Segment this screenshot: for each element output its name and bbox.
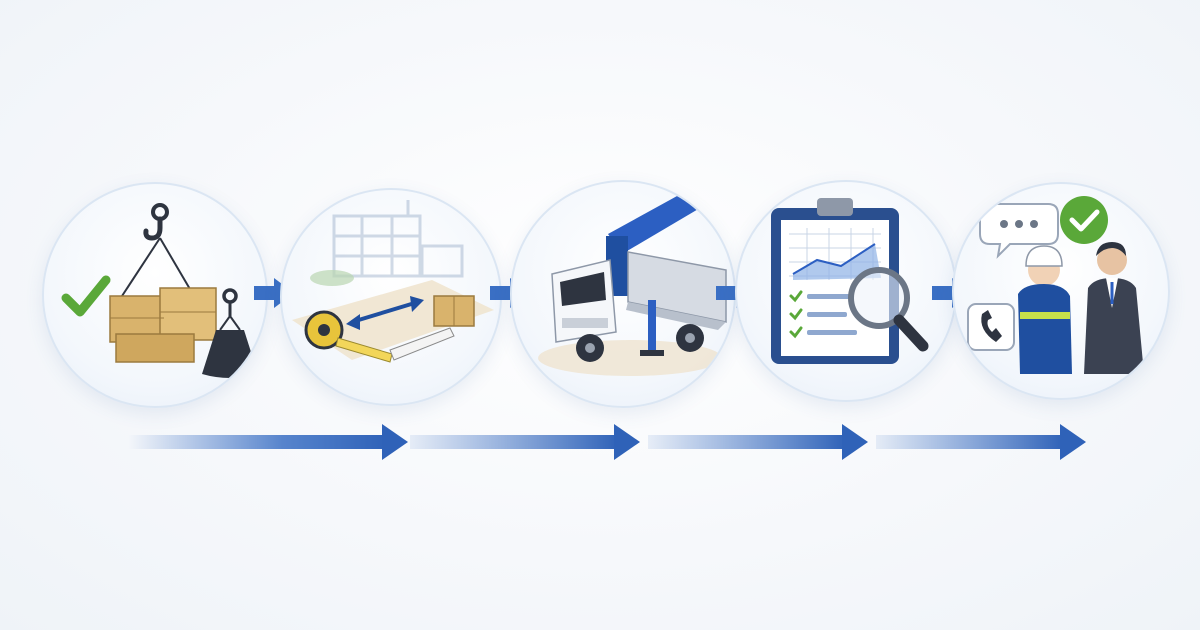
flow-arrow-3 xyxy=(648,422,870,462)
flow-arrow-4 xyxy=(876,422,1088,462)
step-site-measurement xyxy=(280,188,502,406)
step-crane-truck-setup xyxy=(510,180,736,408)
step-plan-review xyxy=(735,180,957,402)
load-weight-icon xyxy=(61,203,258,378)
crane-truck-icon xyxy=(538,190,727,376)
step-consultation-approval xyxy=(952,182,1170,400)
flow-arrow-2 xyxy=(410,422,642,462)
tape-measure-icon xyxy=(292,200,494,363)
clipboard-inspection-icon xyxy=(771,198,929,364)
flow-arrow-1 xyxy=(128,422,410,462)
consultation-icon xyxy=(967,196,1144,374)
step-load-assessment xyxy=(42,182,268,408)
